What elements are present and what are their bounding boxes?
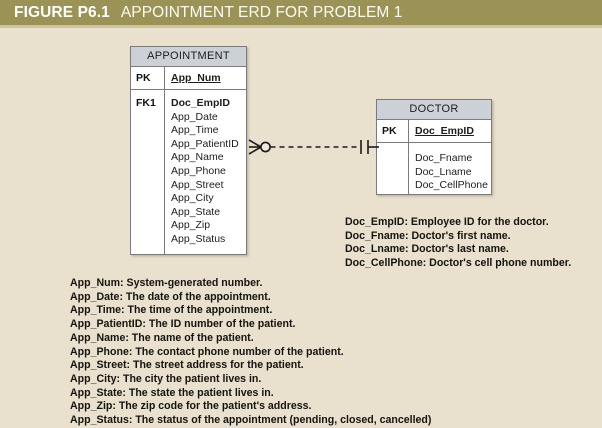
legend-appointment-line: App_City: The city the patient lives in. (70, 372, 262, 385)
entity-doctor-key-column (377, 120, 409, 195)
field-app-zip: App_Zip (171, 219, 211, 232)
legend-appointment-line: App_PatientID: The ID number of the pati… (70, 318, 296, 331)
legend-appointment-line: App_Street: The street address for the p… (70, 359, 304, 372)
crowsfoot-icon (248, 139, 262, 155)
entity-doctor-attribute-list: Doc_Fname Doc_Lname Doc_CellPhone (415, 152, 488, 193)
pk-label: PK (382, 125, 397, 137)
entity-appointment-key-column (131, 67, 165, 255)
legend-appointment-line: App_Time: The time of the appointment. (70, 304, 273, 317)
legend-appointment: App_Num: System-generated number. App_Da… (70, 277, 431, 428)
legend-doctor-line: Doc_CellPhone: Doctor's cell phone numbe… (345, 257, 572, 270)
legend-doctor-line: Doc_EmpID: Employee ID for the doctor. (345, 216, 549, 228)
field-app-phone: App_Phone (171, 164, 226, 177)
field-app-patientid: App_PatientID (171, 137, 239, 150)
field-app-state: App_State (171, 205, 221, 218)
legend-appointment-line: App_Num: System-generated number. (70, 277, 263, 289)
legend-appointment-line: App_Status: The status of the appointmen… (70, 414, 432, 427)
entity-appointment-name: APPOINTMENT (131, 47, 246, 67)
relationship-connector (248, 139, 379, 155)
field-app-city: App_City (171, 192, 214, 205)
field-doc-lname: Doc_Lname (415, 165, 472, 178)
legend-appointment-line: App_Zip: The zip code for the patient's … (70, 400, 312, 413)
field-app-date: App_Date (171, 110, 218, 123)
field-doc-empid: Doc_EmpID (171, 97, 230, 109)
legend-appointment-line: App_Phone: The contact phone number of t… (70, 345, 344, 358)
field-app-num: App_Num (171, 72, 221, 84)
field-app-name: App_Name (171, 151, 224, 164)
legend-doctor-line: Doc_Lname: Doctor's last name. (345, 243, 509, 256)
field-doc-cellphone: Doc_CellPhone (415, 179, 488, 192)
legend-appointment-line: App_Date: The date of the appointment. (70, 290, 271, 303)
legend-doctor: Doc_EmpID: Employee ID for the doctor. D… (345, 216, 571, 271)
one-one-bars-icon (360, 140, 369, 154)
figure-number: FIGURE P6.1 (14, 3, 110, 21)
field-app-time: App_Time (171, 124, 219, 137)
field-app-status: App_Status (171, 232, 226, 245)
fk1-label: FK1 (136, 97, 156, 109)
legend-doctor-line: Doc_Fname: Doctor's first name. (345, 229, 511, 242)
entity-appointment-body: PK App_Num FK1 Doc_EmpID App_Date App_Ti… (131, 67, 246, 255)
legend-appointment-line: App_Name: The name of the patient. (70, 331, 254, 344)
entity-doctor[interactable]: DOCTOR PK Doc_EmpID Doc_Fname Doc_Lname … (376, 99, 492, 195)
entity-appointment-attribute-list: Doc_EmpID App_Date App_Time App_PatientI… (171, 97, 239, 247)
entity-appointment[interactable]: APPOINTMENT PK App_Num FK1 Doc_EmpID App… (130, 46, 247, 255)
field-app-street: App_Street (171, 178, 224, 191)
entity-doctor-pk-row: PK Doc_EmpID (377, 120, 491, 143)
legend-appointment-line: App_State: The state the patient lives i… (70, 386, 274, 399)
entity-doctor-body: PK Doc_EmpID Doc_Fname Doc_Lname Doc_Cel… (377, 120, 491, 195)
title-underline (0, 25, 602, 28)
field-doc-fname: Doc_Fname (415, 152, 473, 164)
entity-appointment-pk-row: PK App_Num (131, 67, 246, 90)
optional-circle-icon (260, 141, 271, 153)
field-doc-empid-pk: Doc_EmpID (415, 125, 474, 137)
figure-title-bar: FIGURE P6.1 APPOINTMENT ERD FOR PROBLEM … (0, 0, 602, 25)
entity-doctor-name: DOCTOR (377, 100, 491, 120)
pk-label: PK (136, 72, 151, 84)
figure-title: APPOINTMENT ERD FOR PROBLEM 1 (120, 3, 403, 21)
